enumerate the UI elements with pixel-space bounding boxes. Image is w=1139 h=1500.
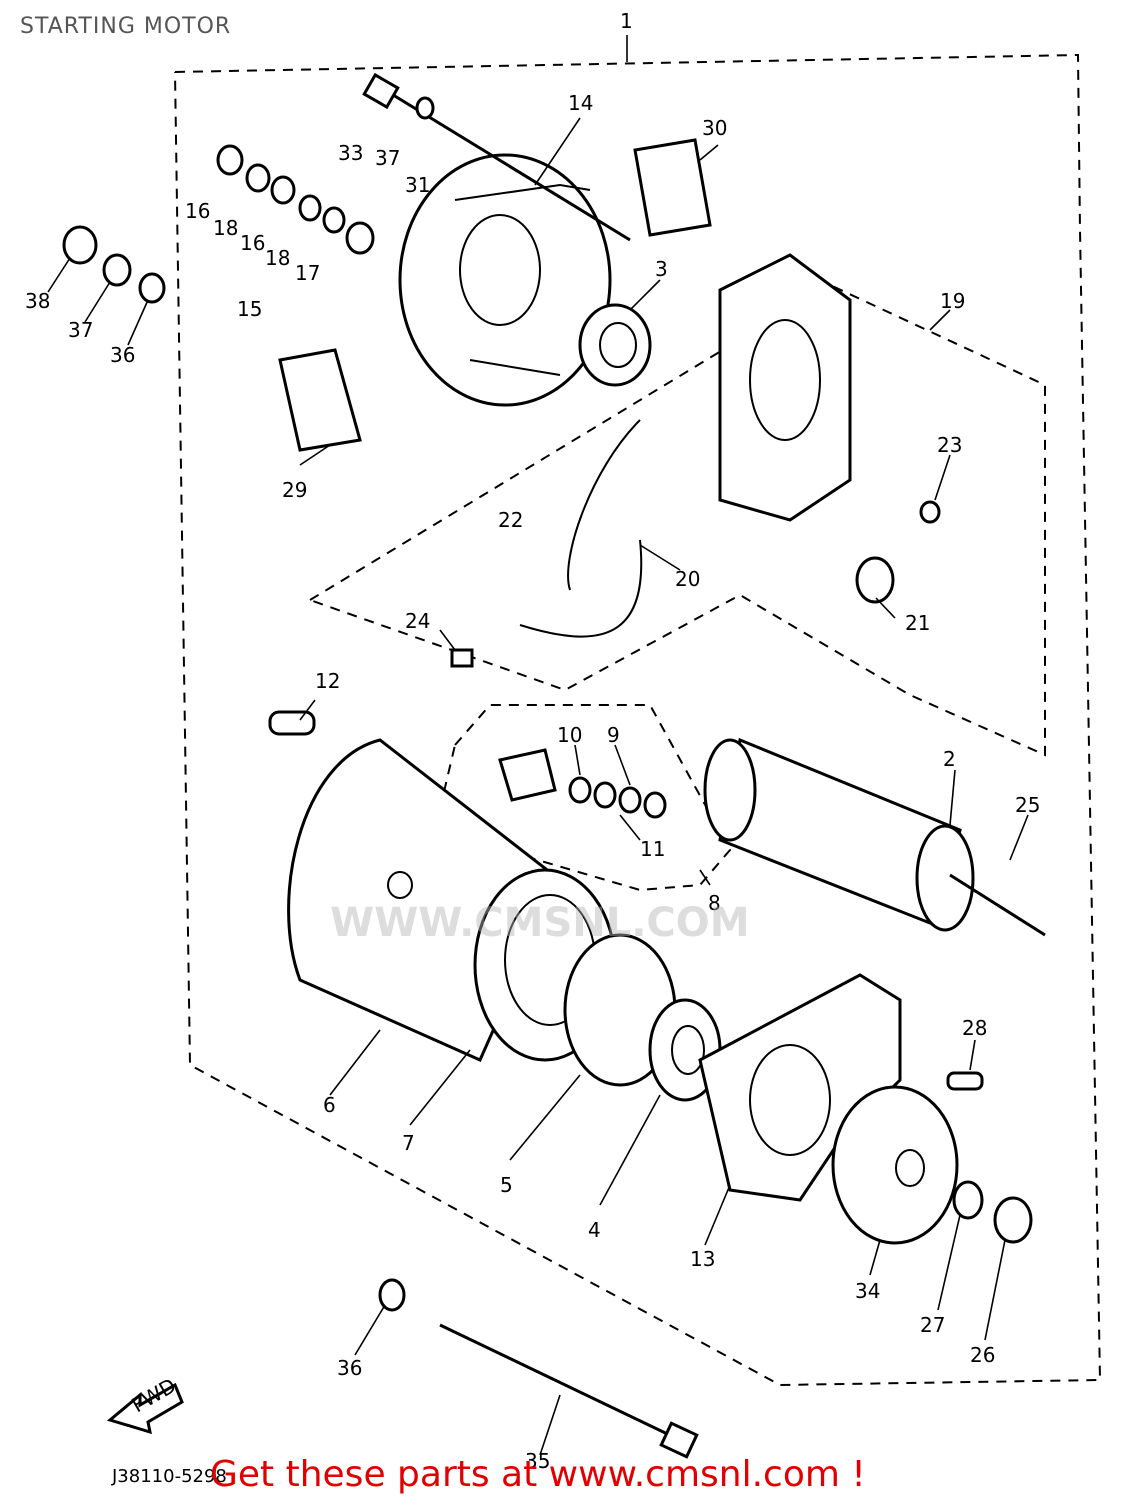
label-13: 13 (690, 1247, 715, 1271)
leader-lines (47, 117, 1029, 1456)
label-29: 29 (282, 478, 307, 502)
nut-38 (62, 225, 98, 265)
washer-27 (952, 1180, 984, 1220)
label-33: 33 (338, 141, 363, 165)
brush-holder-plate (718, 253, 852, 522)
label-14: 14 (568, 91, 593, 115)
label-12: 12 (315, 669, 340, 693)
label-35: 35 (525, 1449, 550, 1473)
label-25: 25 (1015, 793, 1040, 817)
label-37b: 37 (68, 318, 93, 342)
label-1: 1 (620, 9, 633, 33)
gear-34 (831, 1085, 959, 1245)
armature-2 (703, 737, 1046, 937)
label-4: 4 (588, 1218, 601, 1242)
label-27: 27 (920, 1313, 945, 1337)
label-21: 21 (905, 611, 930, 635)
label-19: 19 (940, 289, 965, 313)
label-6: 6 (323, 1093, 336, 1117)
screw-24 (450, 648, 474, 668)
part-labels: 1 2 3 4 5 6 7 8 9 10 11 12 13 14 15 16 1… (25, 9, 1040, 1473)
through-bolt-35 (439, 1323, 699, 1459)
label-23: 23 (937, 433, 962, 457)
diagram-code: J38110-5298 (112, 1466, 227, 1487)
label-9: 9 (607, 723, 620, 747)
label-7: 7 (402, 1131, 415, 1155)
nut-26 (993, 1196, 1033, 1244)
label-16b: 16 (240, 231, 265, 255)
screw-12 (268, 710, 316, 736)
label-36a: 36 (110, 343, 135, 367)
bearing-3 (578, 303, 652, 387)
label-20: 20 (675, 567, 700, 591)
footer-link[interactable]: Get these parts at www.cmsnl.com ! (210, 1454, 866, 1495)
label-22: 22 (498, 508, 523, 532)
washer-23 (919, 500, 941, 524)
through-bolt-top (362, 72, 631, 242)
washer-36 (138, 272, 166, 304)
label-3: 3 (655, 257, 668, 281)
washer-36-lower (378, 1278, 406, 1312)
label-24: 24 (405, 609, 430, 633)
washer-stack (216, 144, 375, 255)
assembly-outline (174, 53, 1102, 1387)
label-16a: 16 (185, 199, 210, 223)
bolt-28 (946, 1071, 984, 1091)
label-8: 8 (708, 891, 721, 915)
label-31: 31 (405, 173, 430, 197)
label-10: 10 (557, 723, 582, 747)
brush-30 (633, 138, 712, 237)
rear-cover (398, 153, 612, 407)
label-34: 34 (855, 1279, 880, 1303)
label-18a: 18 (213, 216, 238, 240)
watermark: WWW.CMSNL.COM (330, 900, 750, 946)
label-36b: 36 (337, 1356, 362, 1380)
label-30: 30 (702, 116, 727, 140)
label-26: 26 (970, 1343, 995, 1367)
fwd-arrow-icon: FWD (106, 1373, 184, 1435)
lead-wire (519, 419, 643, 638)
label-17: 17 (295, 261, 320, 285)
label-11: 11 (640, 837, 665, 861)
label-28: 28 (962, 1016, 987, 1040)
brush-29 (278, 348, 362, 452)
label-2: 2 (943, 747, 956, 771)
brush-outline (433, 704, 732, 892)
label-5: 5 (500, 1173, 513, 1197)
label-15: 15 (237, 297, 262, 321)
brush-10 (498, 748, 557, 802)
page-title: STARTING MOTOR (20, 14, 232, 39)
spring-set (568, 776, 667, 819)
washer-37 (102, 253, 132, 287)
label-38: 38 (25, 289, 50, 313)
label-18b: 18 (265, 246, 290, 270)
label-37a: 37 (375, 146, 400, 170)
spring-21 (855, 556, 895, 604)
